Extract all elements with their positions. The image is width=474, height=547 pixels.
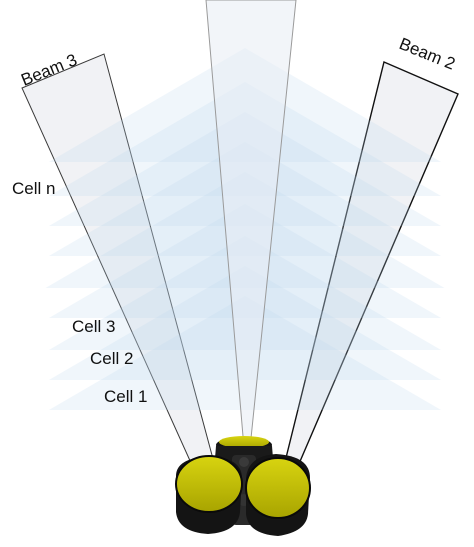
cell-3-label: Cell 3 bbox=[72, 317, 115, 336]
transducer-face-left bbox=[175, 455, 243, 513]
cell-n-label: Cell n bbox=[12, 179, 55, 198]
transducer-face-center bbox=[219, 436, 269, 448]
beam-2-label: Beam 2 bbox=[397, 34, 458, 74]
transducer-face-right bbox=[245, 457, 311, 519]
cell-1-label: Cell 1 bbox=[104, 387, 147, 406]
cell-2-label: Cell 2 bbox=[90, 349, 133, 368]
adcp-instrument bbox=[175, 436, 311, 536]
